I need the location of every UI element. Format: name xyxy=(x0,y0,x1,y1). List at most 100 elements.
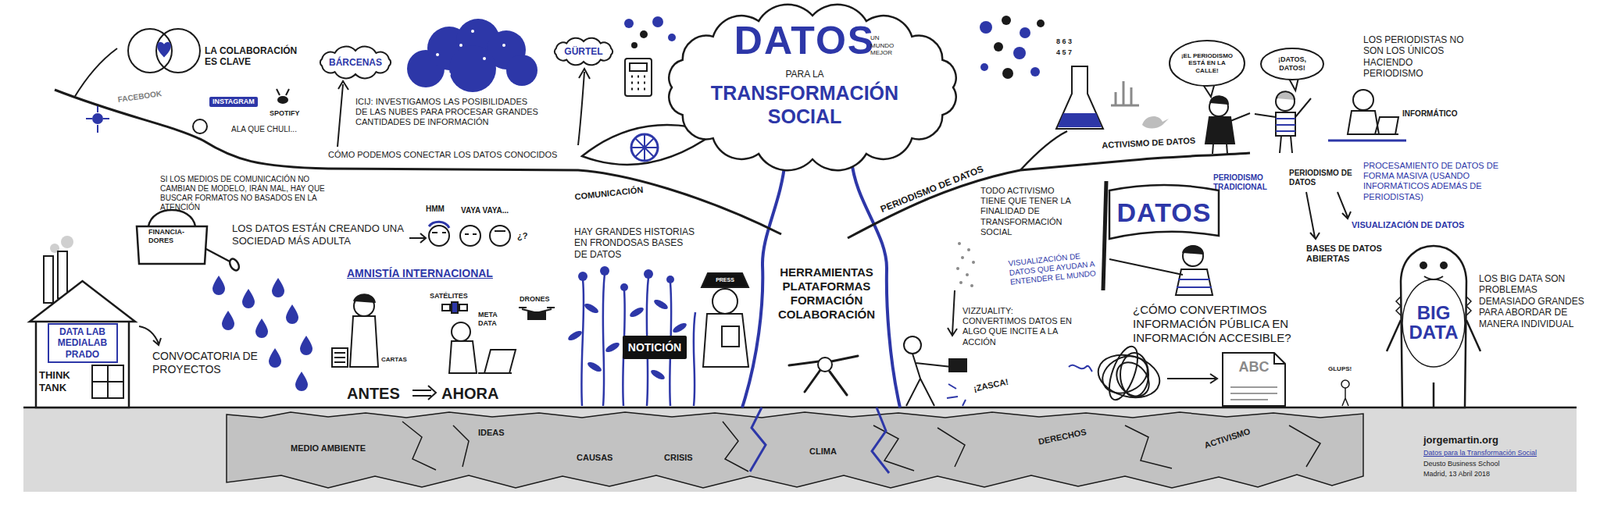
cloud-node: GÜRTEL xyxy=(550,37,617,66)
illustration-part xyxy=(428,221,450,229)
small-person xyxy=(1341,380,1350,407)
illustration-part xyxy=(1103,181,1107,291)
illustration-part xyxy=(906,353,952,407)
note-text: PARA LA xyxy=(773,68,836,80)
illustration-part xyxy=(639,30,648,39)
illustration-part xyxy=(1167,374,1218,384)
illustration-part xyxy=(960,256,965,260)
illustration-part xyxy=(603,341,621,355)
illustration-part xyxy=(666,275,675,284)
node-text: BIG DATA xyxy=(1403,303,1464,343)
illustration-part xyxy=(1439,261,1448,270)
note-text: Madrid, 13 Abril 2018 xyxy=(1423,470,1565,479)
illustration-part xyxy=(993,42,1004,52)
sprinkles xyxy=(956,242,975,288)
illustration-part xyxy=(1175,269,1213,296)
illustration-part xyxy=(1342,388,1349,407)
monster-node: BIG DATA xyxy=(1394,234,1473,408)
detective xyxy=(701,273,749,368)
note-text: HERRAMIENTAS PLATAFORMAS FORMACIÓN COLAB… xyxy=(773,265,880,322)
illustration-part xyxy=(967,248,971,252)
illustration-part xyxy=(471,29,475,33)
note-text: SPOTIFY xyxy=(269,109,313,118)
note-text: PERIODISMO TRADICIONAL xyxy=(1213,173,1280,193)
note-text: INFORMÁTICO xyxy=(1402,109,1477,119)
note-text: CAUSAS xyxy=(576,453,624,464)
illustration-part xyxy=(353,294,375,304)
black-node: NOTICIÓN xyxy=(622,335,687,360)
note-text: TODO ACTIVISMO TIENE QUE TENER LA FINALI… xyxy=(980,185,1079,238)
note-text: INSTAGRAM xyxy=(209,96,258,108)
illustration-part xyxy=(600,266,610,276)
illustration-part xyxy=(412,385,436,400)
illustration-part xyxy=(1419,261,1428,270)
illustration-part xyxy=(1109,185,1219,240)
illustration-part xyxy=(1260,48,1324,80)
note-text: SATÉLITES xyxy=(429,292,479,301)
illustration-part xyxy=(92,113,104,125)
hammer-man xyxy=(903,336,967,407)
illustration-part xyxy=(965,273,969,277)
note-text: LOS BIG DATA SON PROBLEMAS DEMASIADO GRA… xyxy=(1478,273,1590,330)
illustration-part xyxy=(506,54,538,86)
note-text: jorgemartin.org xyxy=(1423,434,1572,447)
ahora-figure xyxy=(442,302,555,374)
illustration-part xyxy=(566,266,688,382)
illustration-part xyxy=(946,384,966,407)
illustration-part xyxy=(192,119,208,134)
drops xyxy=(212,275,313,392)
node-text: THINK TANK xyxy=(39,369,80,394)
illustration-part xyxy=(585,360,603,375)
note-text: 4 5 7 xyxy=(1056,48,1088,58)
illustration-part xyxy=(136,226,208,265)
illustration-part xyxy=(1142,116,1169,129)
note-text: CLIMA xyxy=(809,446,857,458)
note-text: FACEBOOK xyxy=(117,87,177,105)
note-text: IDEAS xyxy=(478,428,518,439)
note-text: ACTIVISMO DE DATOS xyxy=(1101,134,1219,151)
illustration-part xyxy=(1093,349,1165,405)
note-text: VISUALIZACIÓN DE DATOS QUE AYUDAN A ENTE… xyxy=(1007,250,1098,288)
house-node: DATA LAB MEDIALAB PRADOTHINK TANK xyxy=(29,273,136,408)
illustration-part xyxy=(980,63,989,72)
illustration-part xyxy=(1371,117,1399,135)
illustration-part xyxy=(1274,353,1286,365)
crown-cloud xyxy=(668,4,956,171)
illustration-part xyxy=(631,134,658,161)
illustration-part xyxy=(628,306,645,320)
illustration-part xyxy=(489,225,511,247)
illustration-part xyxy=(320,46,391,79)
illustration-part xyxy=(554,38,613,66)
illustration-part xyxy=(1205,117,1235,144)
illustration-part xyxy=(1176,279,1212,288)
illustration-part xyxy=(1275,118,1296,132)
note-text: MEDIO AMBIENTE xyxy=(290,443,393,454)
note-text: UN MUNDO MEJOR xyxy=(870,34,897,58)
illustration-part xyxy=(451,302,458,314)
illustration-part xyxy=(502,43,506,47)
note-text: CÓMO PODEMOS CONECTAR LOS DATOS CONOCIDO… xyxy=(328,150,586,161)
note-text: PROCESAMIENTO DE DATOS DE FORMA MASIVA (… xyxy=(1363,160,1516,203)
bubble-node: ¡EL PERIODISMO ESTÁ EN LA CALLE! xyxy=(1167,39,1247,88)
illustration-part xyxy=(1056,66,1104,129)
illustration-part xyxy=(1353,89,1374,111)
antes-figure xyxy=(332,294,379,368)
illustration-part xyxy=(332,348,348,368)
illustration-part xyxy=(1109,259,1183,275)
illustration-part xyxy=(643,269,654,279)
note-text: ANTES xyxy=(346,384,410,404)
illustration-part xyxy=(74,48,118,98)
illustration-part xyxy=(1120,353,1149,397)
doc-node: ABC xyxy=(1222,353,1286,407)
illustration-part xyxy=(128,28,172,73)
illustration-part xyxy=(242,289,255,309)
illustration-part xyxy=(451,322,471,342)
illustration-part xyxy=(1337,192,1351,219)
illustration-part xyxy=(1001,15,1011,25)
illustration-part xyxy=(271,278,285,298)
illustration-part xyxy=(629,63,647,72)
illustration-part xyxy=(447,72,451,76)
illustration-part xyxy=(148,210,196,227)
node-text: NOTICIÓN xyxy=(628,341,682,355)
illustration-part xyxy=(620,283,629,292)
